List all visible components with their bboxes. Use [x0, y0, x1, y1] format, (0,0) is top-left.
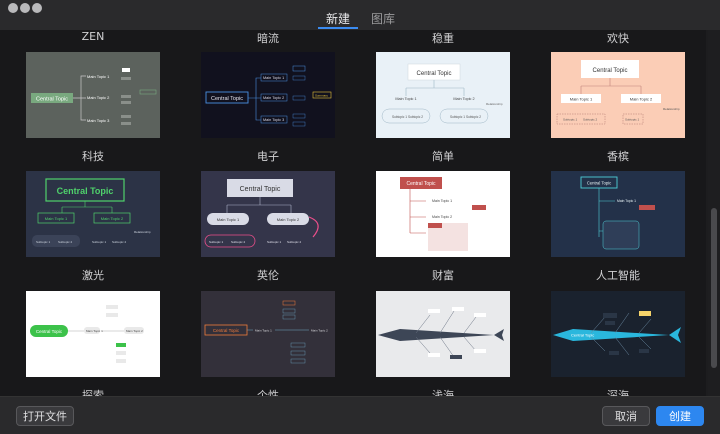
template-grid[interactable]: ZEN 暗流 稳重 欢快 Central Topic Main Topic 1 …	[0, 30, 706, 396]
svg-text:Main Topic 2: Main Topic 2	[453, 97, 474, 101]
open-file-button[interactable]: 打开文件	[16, 406, 74, 426]
svg-text:Main Topic 1: Main Topic 1	[263, 76, 284, 80]
svg-text:Central Topic: Central Topic	[417, 71, 452, 77]
svg-text:Subtopic 2: Subtopic 2	[466, 115, 481, 119]
template-thumbnail-ai[interactable]: Central Topic	[551, 291, 685, 377]
template-name: 欢快	[607, 32, 629, 45]
svg-text:Subtopic 1: Subtopic 1	[392, 115, 407, 119]
svg-text:Subtopic 2: Subtopic 2	[231, 240, 246, 244]
template-name: 浅海	[432, 389, 454, 396]
svg-text:Main Topic 2: Main Topic 2	[630, 97, 653, 102]
template-thumbnail-simple[interactable]: Central Topic Main Topic 1 Main Topic 2	[376, 171, 510, 257]
template-thumbnail-tech[interactable]: Central Topic Main Topic 1 Main Topic 2 …	[26, 171, 160, 257]
svg-text:Relationship: Relationship	[134, 230, 151, 234]
svg-text:Main Topic 2: Main Topic 2	[87, 95, 110, 100]
template-name: 深海	[607, 389, 629, 396]
svg-text:Subtopic 2: Subtopic 2	[112, 240, 127, 244]
bottom-action-bar: 打开文件 取消 创建	[0, 396, 720, 434]
svg-text:Subtopic 2: Subtopic 2	[583, 118, 598, 122]
vertical-scrollbar[interactable]	[708, 30, 720, 396]
title-bar: 新建 图库	[0, 0, 720, 30]
svg-text:Central Topic: Central Topic	[211, 96, 243, 102]
svg-text:Main Topic 1: Main Topic 1	[432, 199, 452, 203]
template-name: 电子	[257, 150, 279, 163]
svg-text:Subtopic 1: Subtopic 1	[563, 118, 578, 122]
template-name: 香槟	[607, 150, 629, 163]
svg-text:Subtopic 1: Subtopic 1	[209, 240, 224, 244]
template-thumbnail-zen[interactable]: Central Topic Main Topic 1 Main Topic 2 …	[26, 52, 160, 138]
minimize-window-button[interactable]	[20, 3, 30, 13]
svg-text:Main Topic 1: Main Topic 1	[87, 74, 110, 79]
svg-text:Main Topic 3: Main Topic 3	[263, 118, 284, 122]
template-thumbnail-champagne[interactable]: Central Topic Main Topic 1	[551, 171, 685, 257]
svg-text:Subtopic 1: Subtopic 1	[92, 240, 107, 244]
svg-text:Summary: Summary	[315, 94, 328, 98]
tab-gallery[interactable]: 图库	[371, 12, 396, 26]
cancel-button[interactable]: 取消	[602, 406, 650, 426]
template-thumbnail-undercurrent[interactable]: Central Topic Main Topic 1 Main Topic 2 …	[201, 52, 335, 138]
template-name: 简单	[432, 150, 454, 163]
template-name: 英伦	[257, 269, 279, 282]
template-name: 个性	[257, 389, 279, 396]
svg-text:Main Topic 1: Main Topic 1	[217, 217, 240, 222]
svg-text:Central Topic: Central Topic	[36, 97, 68, 103]
scrollbar-thumb[interactable]	[711, 208, 717, 368]
template-thumbnail-laser[interactable]: Central Topic Main Topic 1 Main Topic 2	[26, 291, 160, 377]
svg-text:Main Topic 2: Main Topic 2	[432, 215, 452, 219]
svg-text:Central Topic: Central Topic	[57, 186, 114, 196]
template-thumbnail-cheerful[interactable]: Central Topic Main Topic 1 Main Topic 2 …	[551, 52, 685, 138]
svg-text:Main Topic 2: Main Topic 2	[101, 216, 124, 221]
svg-text:Central Topic: Central Topic	[36, 329, 63, 334]
svg-text:Central Topic: Central Topic	[240, 186, 281, 193]
svg-text:Subtopic 2: Subtopic 2	[58, 240, 73, 244]
template-name: 探索	[82, 389, 104, 396]
svg-text:Relationship: Relationship	[486, 102, 503, 106]
svg-text:Main Topic 2: Main Topic 2	[263, 96, 284, 100]
template-thumbnail-british[interactable]: Central Topic Main Topic 1 Main Topic 2	[201, 291, 335, 377]
svg-text:Subtopic 1: Subtopic 1	[36, 240, 51, 244]
svg-text:Main Topic 1: Main Topic 1	[617, 199, 636, 203]
template-thumbnail-steady[interactable]: Central Topic Main Topic 1 Main Topic 2 …	[376, 52, 510, 138]
template-thumbnail-fortune[interactable]	[376, 291, 510, 377]
template-name: 科技	[82, 150, 104, 163]
svg-text:Main Topic 2: Main Topic 2	[277, 217, 300, 222]
svg-text:Central Topic: Central Topic	[587, 181, 611, 186]
zoom-window-button[interactable]	[32, 3, 42, 13]
svg-text:Main Topic 3: Main Topic 3	[87, 118, 110, 123]
tab-new[interactable]: 新建	[326, 12, 351, 26]
template-name: 人工智能	[596, 269, 640, 282]
svg-text:Main Topic 2: Main Topic 2	[126, 329, 143, 333]
svg-text:Central Topic: Central Topic	[406, 181, 436, 187]
create-button[interactable]: 创建	[656, 406, 704, 426]
template-name: 稳重	[432, 32, 454, 45]
template-name: 激光	[82, 269, 104, 282]
svg-text:Relationship: Relationship	[663, 107, 680, 111]
svg-text:Central Topic: Central Topic	[593, 68, 628, 74]
template-name: ZEN	[81, 30, 105, 43]
svg-text:Main Topic 1: Main Topic 1	[86, 329, 103, 333]
template-name: 暗流	[257, 32, 279, 45]
svg-text:Subtopic 1: Subtopic 1	[450, 115, 465, 119]
svg-text:Subtopic 1: Subtopic 1	[625, 118, 640, 122]
svg-text:Central Topic: Central Topic	[571, 333, 594, 338]
template-name: 财富	[432, 269, 454, 282]
svg-text:Central Topic: Central Topic	[213, 328, 240, 333]
svg-text:Subtopic 2: Subtopic 2	[408, 115, 423, 119]
svg-text:Subtopic 1: Subtopic 1	[267, 240, 282, 244]
svg-text:Main Topic 1: Main Topic 1	[45, 216, 68, 221]
svg-text:Main Topic 2: Main Topic 2	[311, 329, 328, 333]
close-window-button[interactable]	[8, 3, 18, 13]
svg-text:Main Topic 1: Main Topic 1	[570, 97, 593, 102]
svg-text:Main Topic 1: Main Topic 1	[255, 329, 272, 333]
template-thumbnail-electronic[interactable]: Central Topic Main Topic 1 Main Topic 2 …	[201, 171, 335, 257]
svg-text:Main Topic 1: Main Topic 1	[395, 97, 416, 101]
svg-text:Subtopic 2: Subtopic 2	[287, 240, 302, 244]
tab-underline	[318, 27, 358, 29]
